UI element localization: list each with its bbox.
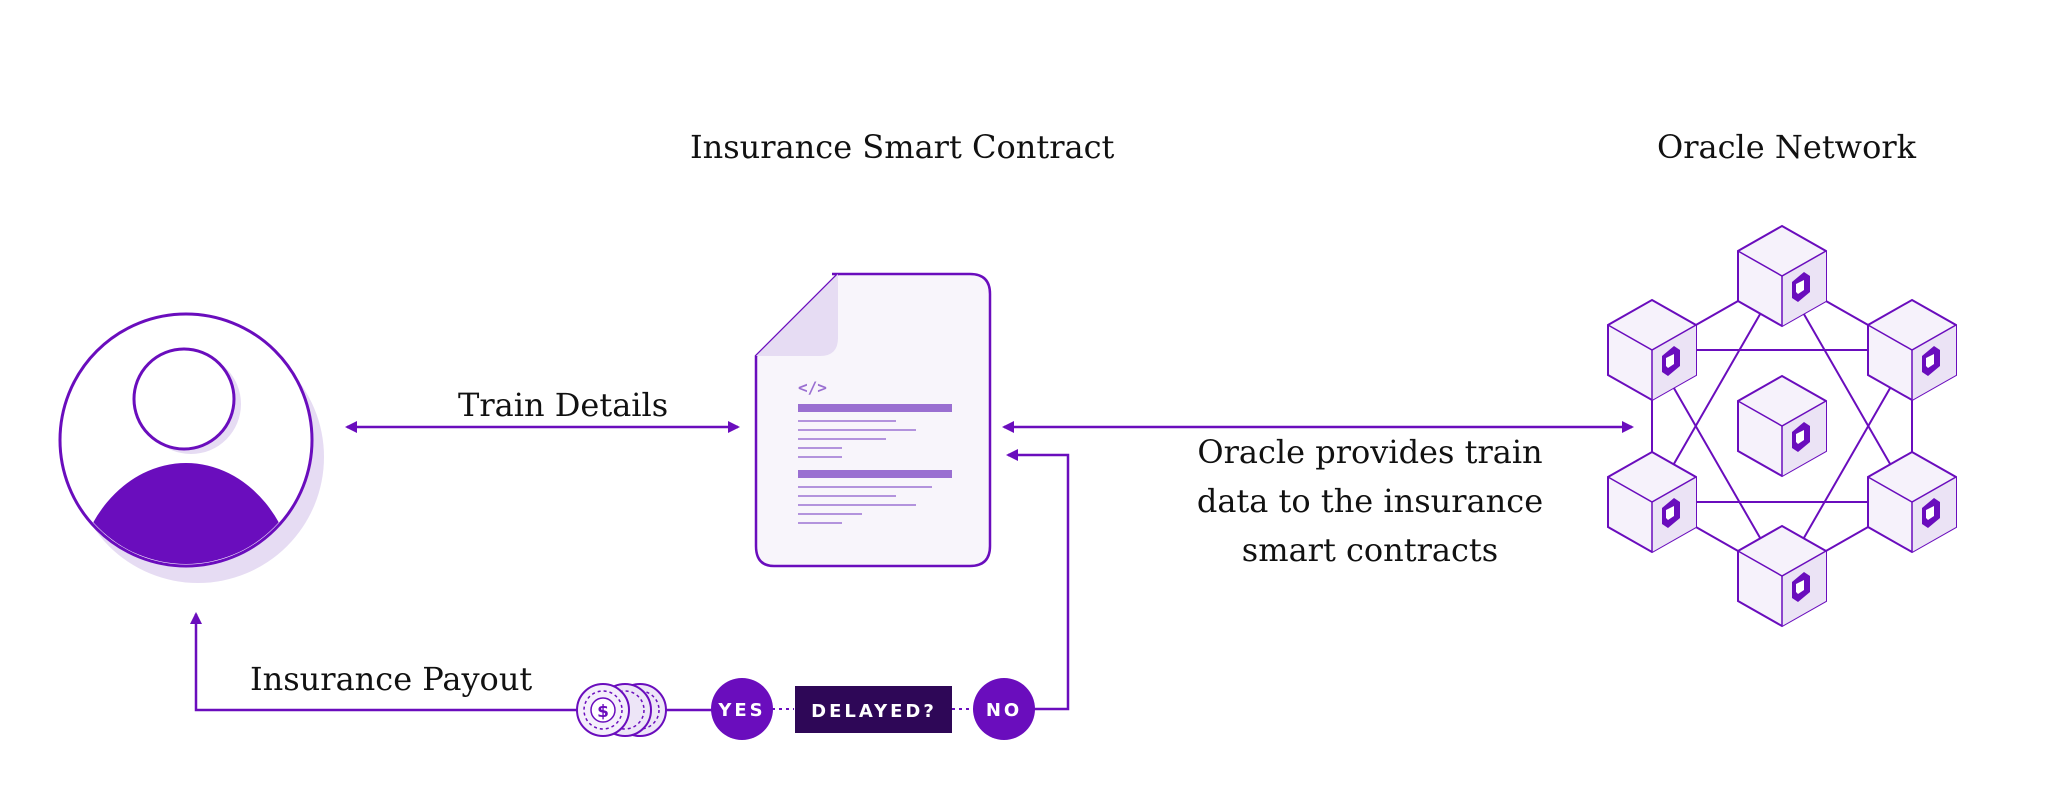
no-return-arrow — [1006, 449, 1070, 711]
cube-node-icon — [1867, 451, 1957, 553]
coin-stack-icon: $ — [576, 683, 667, 737]
user-icon — [58, 312, 324, 583]
cube-node-icon — [1867, 299, 1957, 401]
cube-node-icon — [1737, 375, 1827, 477]
payout-arrow — [190, 612, 582, 712]
contract-title: Insurance Smart Contract — [690, 128, 1115, 166]
document-code-icon: </> — [754, 272, 992, 568]
train-details-label: Train Details — [458, 386, 669, 424]
insurance-payout-label: Insurance Payout — [250, 660, 533, 698]
oracle-description-label: Oracle provides train data to the insura… — [1196, 433, 1544, 569]
cube-node-icon — [1607, 451, 1697, 553]
delayed-question-box: DELAYED? — [795, 686, 952, 733]
delayed-question-label: DELAYED? — [811, 701, 937, 722]
no-label: NO — [986, 700, 1022, 721]
svg-text:$: $ — [597, 702, 609, 722]
cube-node-icon — [1607, 299, 1697, 401]
no-badge: NO — [973, 678, 1035, 740]
svg-text:</>: </> — [798, 378, 827, 397]
yes-label: YES — [717, 700, 765, 721]
oracle-network — [1607, 225, 1957, 627]
cube-node-icon — [1737, 525, 1827, 627]
yes-badge: YES — [711, 678, 773, 740]
oracle-title: Oracle Network — [1657, 128, 1917, 166]
cube-node-icon — [1737, 225, 1827, 327]
